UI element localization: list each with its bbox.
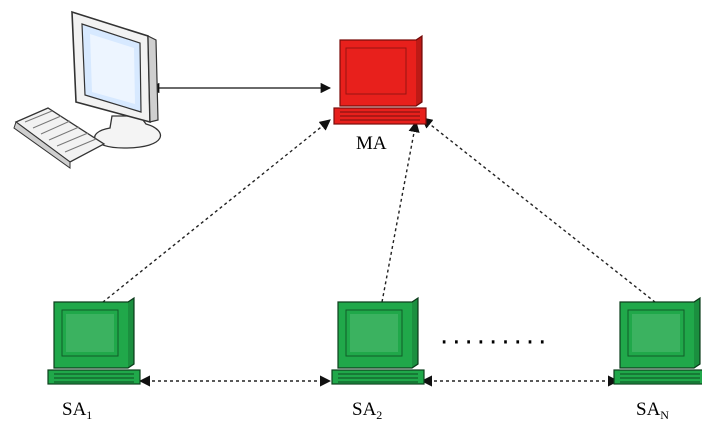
label-sa1-main: SA [62, 399, 87, 420]
label-sa2-sub: 2 [376, 408, 383, 422]
label-san-sub: N [660, 408, 669, 422]
keyboard-icon [13, 107, 106, 169]
link-sa2-to-ma [381, 120, 420, 303]
slave-agent-n-icon [613, 297, 702, 385]
label-ma: MA [356, 134, 387, 153]
more-agents-ellipsis: ········· [440, 328, 551, 358]
label-sa2: SA2 [352, 400, 382, 421]
link-san-to-ma [421, 117, 661, 307]
label-sa1-sub: 1 [86, 408, 93, 422]
label-san-main: SA [636, 399, 661, 420]
slave-agent-2-icon [331, 297, 425, 385]
slave-agent-1-icon [47, 297, 141, 385]
label-san: SAN [636, 400, 669, 421]
link-sa1-to-ma [97, 119, 331, 307]
label-sa2-main: SA [352, 399, 377, 420]
user-computer-icon [13, 10, 162, 169]
label-ma-text: MA [356, 133, 387, 154]
master-agent-icon [333, 34, 427, 125]
label-sa1: SA1 [62, 400, 92, 421]
